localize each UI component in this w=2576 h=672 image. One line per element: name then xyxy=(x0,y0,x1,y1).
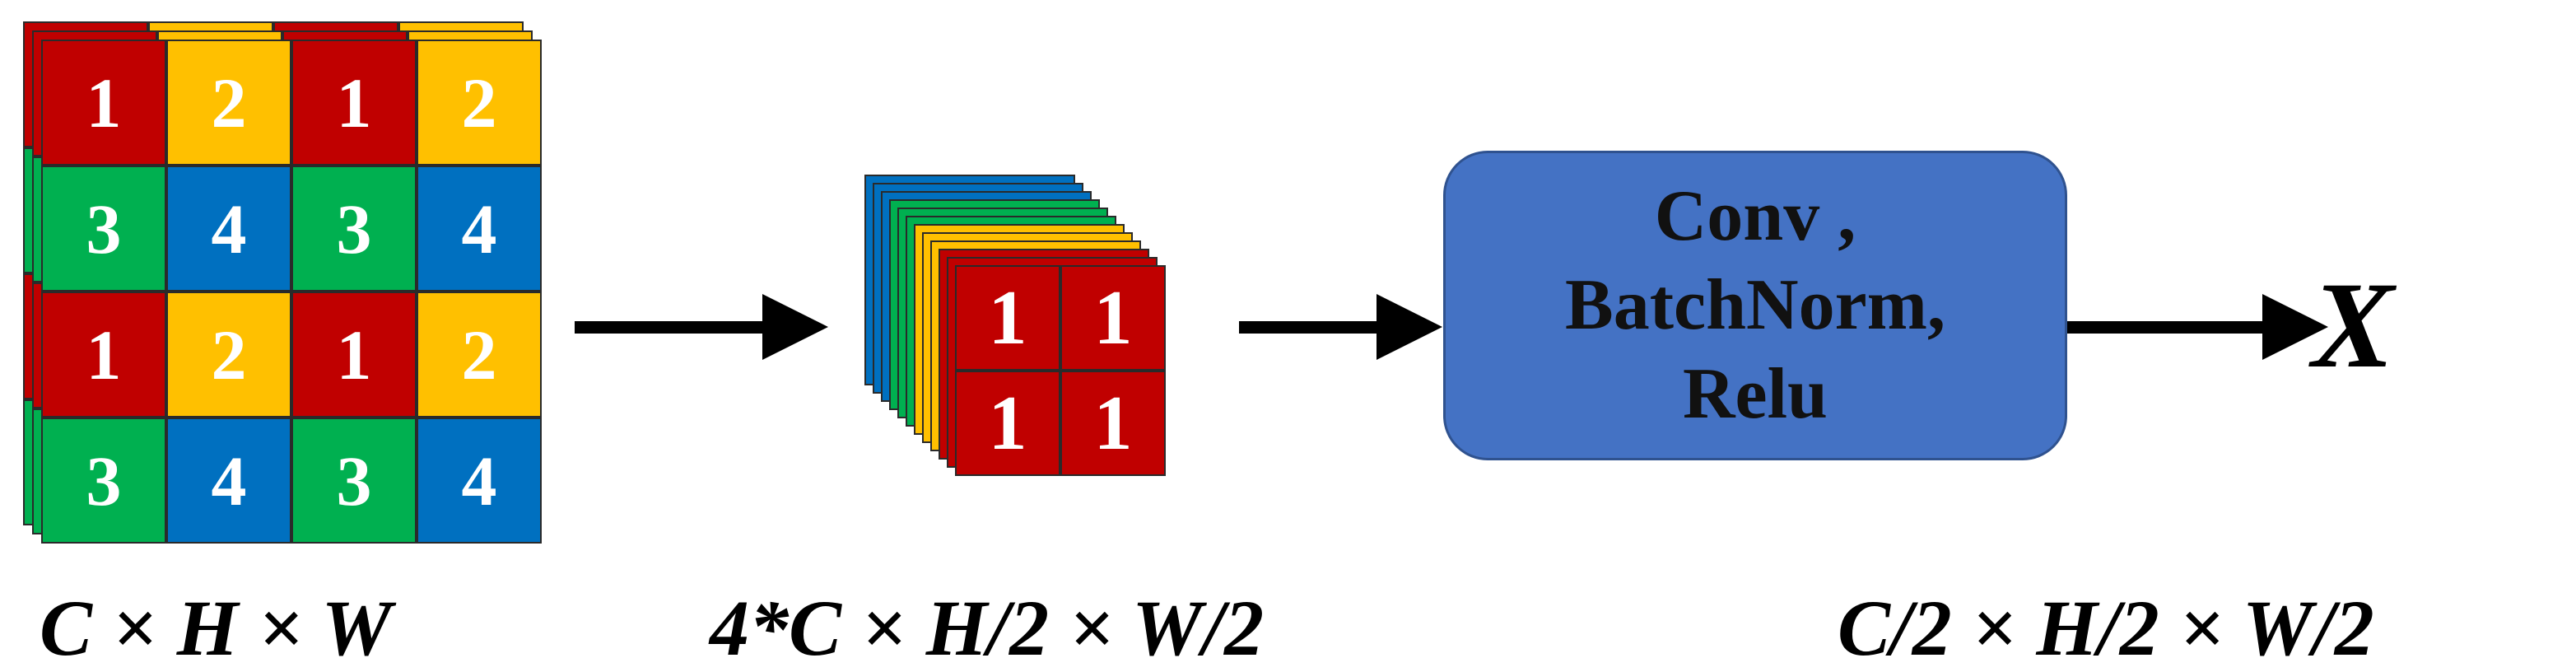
input-cell-number: 2 xyxy=(211,63,247,142)
conv-line-2: BatchNorm, xyxy=(1565,265,1945,345)
output-x-label: X xyxy=(2312,257,2395,394)
sliced-cell: 1 xyxy=(1060,265,1166,371)
input-cell-number: 1 xyxy=(86,315,122,394)
input-cell: 1 xyxy=(41,292,166,418)
input-shape-caption: C × H × W xyxy=(40,584,392,672)
input-cell-number: 1 xyxy=(336,63,372,142)
conv-batchnorm-relu-block: Conv , BatchNorm, Relu xyxy=(1443,151,2067,460)
sliced-cell-number: 1 xyxy=(1093,275,1133,361)
sliced-shape-caption: 4*C × H/2 × W/2 xyxy=(710,584,1265,672)
input-cell: 4 xyxy=(417,166,542,292)
sliced-cell-number: 1 xyxy=(1093,380,1133,466)
input-cell: 1 xyxy=(291,40,417,166)
input-cell: 4 xyxy=(166,418,291,544)
input-cell: 3 xyxy=(41,166,166,292)
input-cell-number: 2 xyxy=(211,315,247,394)
input-cell-number: 3 xyxy=(86,441,122,520)
input-cell: 3 xyxy=(291,418,417,544)
sliced-cell: 1 xyxy=(955,371,1060,476)
input-cell: 4 xyxy=(166,166,291,292)
input-cell-number: 4 xyxy=(211,441,247,520)
input-cell-number: 3 xyxy=(86,189,122,268)
sliced-cell: 1 xyxy=(1060,371,1166,476)
input-cell-number: 4 xyxy=(461,441,497,520)
input-cell: 3 xyxy=(291,166,417,292)
sliced-cell-number: 1 xyxy=(988,275,1027,361)
input-cell: 2 xyxy=(417,292,542,418)
input-cell: 2 xyxy=(166,292,291,418)
input-cell-number: 1 xyxy=(86,63,122,142)
input-cell-number: 1 xyxy=(336,315,372,394)
conv-line-3: Relu xyxy=(1683,354,1828,434)
output-shape-caption: C/2 × H/2 × W/2 xyxy=(1838,584,2374,672)
sliced-cell: 1 xyxy=(955,265,1060,371)
input-cell-number: 4 xyxy=(461,189,497,268)
input-cell: 2 xyxy=(417,40,542,166)
input-cell-number: 3 xyxy=(336,189,372,268)
sliced-cell-number: 1 xyxy=(988,380,1027,466)
input-cell: 4 xyxy=(417,418,542,544)
input-cell: 1 xyxy=(291,292,417,418)
input-cell-number: 2 xyxy=(461,315,497,394)
conv-line-1: Conv , xyxy=(1654,176,1856,256)
input-cell: 1 xyxy=(41,40,166,166)
input-cell: 2 xyxy=(166,40,291,166)
input-cell-number: 3 xyxy=(336,441,372,520)
input-cell-number: 2 xyxy=(461,63,497,142)
input-cell-number: 4 xyxy=(211,189,247,268)
input-cell: 3 xyxy=(41,418,166,544)
